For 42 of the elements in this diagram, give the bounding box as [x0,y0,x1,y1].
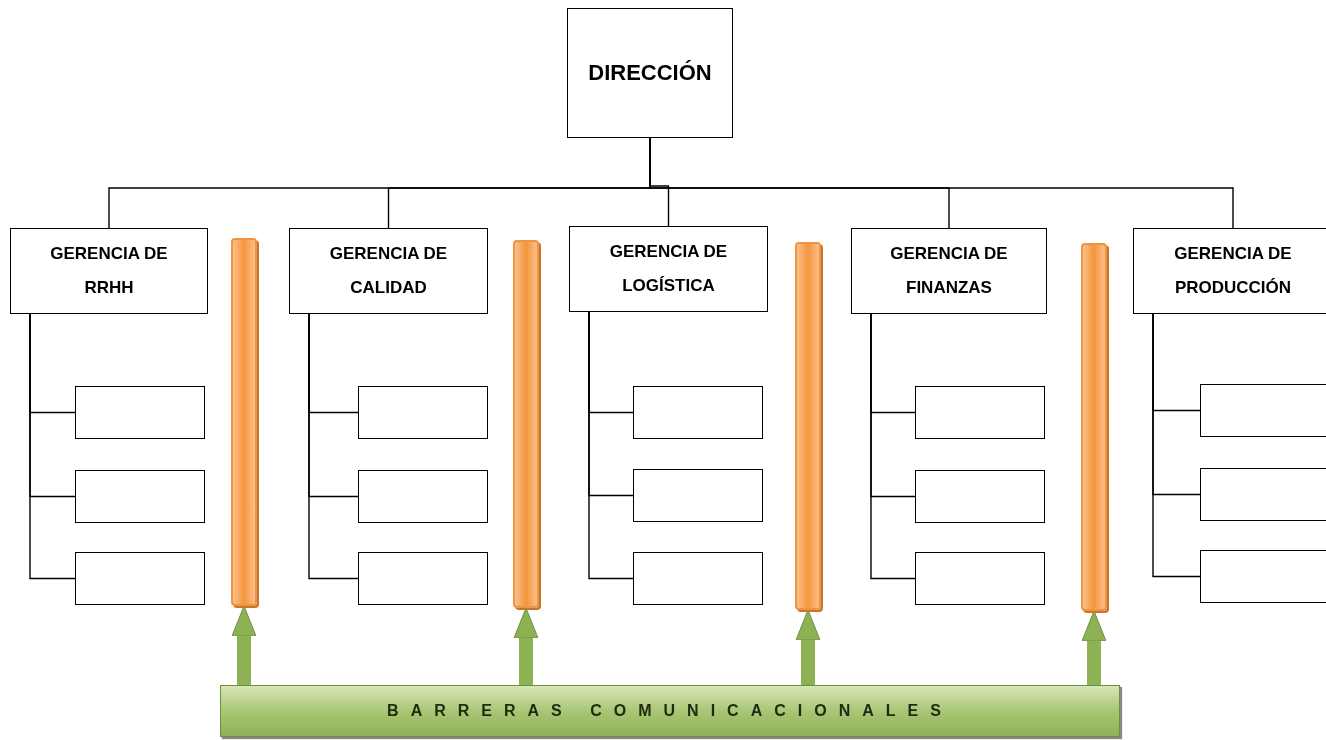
empty-box [358,386,488,439]
department-box [289,228,488,314]
department-box [851,228,1047,314]
empty-box [633,469,763,522]
empty-box [915,470,1045,523]
block-arrow [795,609,821,685]
empty-box [358,470,488,523]
department-box [569,226,768,312]
empty-box [1200,550,1326,603]
box-label: GERENCIA DE RRHH [49,243,169,299]
empty-box [633,386,763,439]
empty-box [358,552,488,605]
box-label: BARRERAS COMUNICACIONALES [387,702,953,720]
banner-bar [220,685,1120,737]
empty-box [75,552,205,605]
barrier-bar [1081,243,1107,611]
block-arrow [513,607,539,685]
box-label: GERENCIA DE LOGÍSTICA [608,241,729,297]
connector-line [588,311,634,580]
barrier-bar [231,238,257,606]
box-label: GERENCIA DE FINANZAS [889,243,1009,299]
empty-box [915,552,1045,605]
barrier-bar [795,242,821,610]
empty-box [1200,384,1326,437]
box-label: GERENCIA DE PRODUCCIÓN [1173,243,1293,299]
empty-box [1200,468,1326,521]
connector-line [1152,313,1201,578]
department-box [1133,228,1326,314]
block-arrow [231,605,257,685]
connector-line [870,313,916,580]
connector-line [308,313,359,580]
empty-box [75,470,205,523]
title-box [567,8,733,138]
empty-box [75,386,205,439]
box-label: GERENCIA DE CALIDAD [328,243,449,299]
block-arrow [1081,610,1107,685]
barrier-bar [513,240,539,608]
empty-box [915,386,1045,439]
box-label: DIRECCIÓN [587,59,713,87]
connector-line [29,313,76,580]
department-box [10,228,208,314]
empty-box [633,552,763,605]
